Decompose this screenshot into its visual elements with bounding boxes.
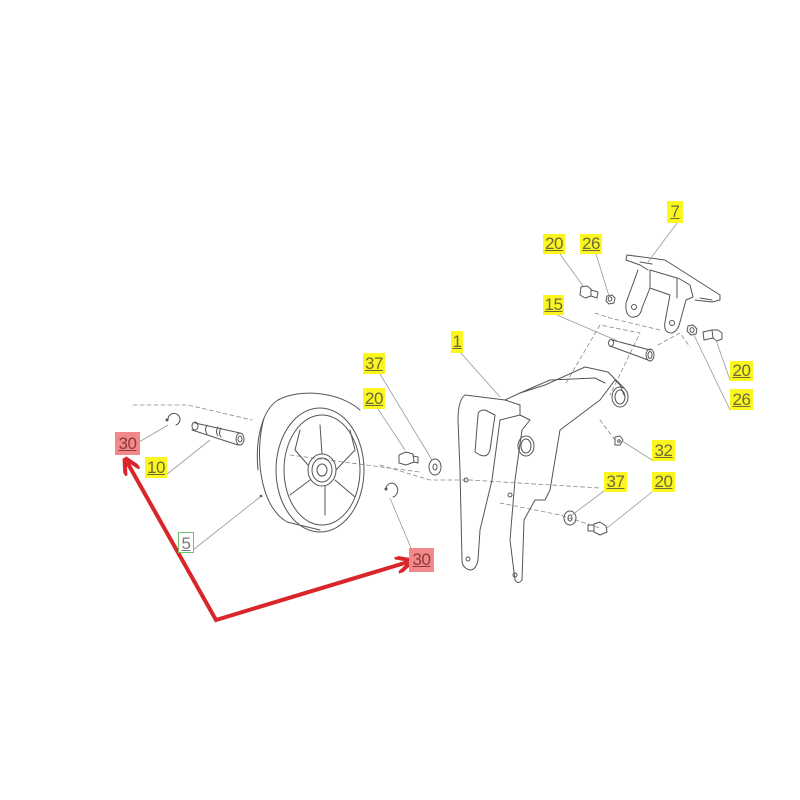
- part-label-7: 7: [667, 201, 683, 223]
- washer-right-icon: [563, 510, 577, 526]
- part-label-30: 30: [409, 548, 434, 572]
- part-number: 15: [544, 295, 563, 314]
- part-number: 1: [452, 332, 462, 351]
- part-number: 26: [582, 234, 600, 253]
- part-number: 10: [147, 458, 165, 477]
- part-label-1: 1: [451, 331, 463, 353]
- part-label-37: 37: [363, 353, 385, 374]
- lubrication-nipple-icon: [614, 435, 624, 446]
- part-label-10: 10: [145, 457, 167, 478]
- part-label-26: 26: [730, 389, 753, 410]
- washer-left-icon: [428, 458, 442, 476]
- bolt-right-icon: [587, 521, 608, 536]
- part-label-32: 32: [652, 440, 675, 461]
- part-label-5: 5: [178, 532, 194, 553]
- nut-right-icon: [686, 324, 698, 336]
- top-plate-icon: [625, 254, 721, 334]
- annotation-arrow: [127, 462, 408, 623]
- part-number: 37: [365, 354, 383, 373]
- part-label-20: 20: [730, 361, 753, 381]
- bolt-top-left-icon: [579, 285, 599, 299]
- part-number: 32: [654, 441, 673, 460]
- part-label-30: 30: [115, 432, 140, 455]
- part-label-20: 20: [543, 234, 565, 254]
- circlip-right-icon: [384, 482, 399, 498]
- circlip-left-icon: [165, 412, 181, 426]
- part-number: 7: [670, 202, 680, 221]
- bolt-left-icon: [398, 451, 419, 466]
- part-number: 5: [181, 534, 191, 553]
- part-label-37: 37: [604, 472, 627, 492]
- part-label-20: 20: [652, 472, 675, 492]
- axle-pin-icon: [191, 421, 245, 446]
- nut-top-left-icon: [605, 294, 616, 305]
- part-number: 37: [606, 472, 625, 491]
- part-number: 26: [732, 390, 751, 409]
- part-number: 20: [732, 361, 751, 380]
- part-number: 20: [654, 472, 673, 491]
- part-number: 30: [412, 550, 431, 569]
- assembly-center-lines: [132, 312, 691, 529]
- leader-lines: [138, 222, 731, 551]
- part-label-15: 15: [543, 295, 564, 315]
- part-number: 20: [365, 389, 383, 408]
- main-bracket-icon: [457, 366, 629, 583]
- bolt-right-top-icon: [702, 329, 723, 342]
- part-label-26: 26: [580, 234, 602, 254]
- part-label-20: 20: [363, 388, 385, 409]
- part-number: 30: [118, 434, 137, 453]
- part-number: 20: [545, 234, 563, 253]
